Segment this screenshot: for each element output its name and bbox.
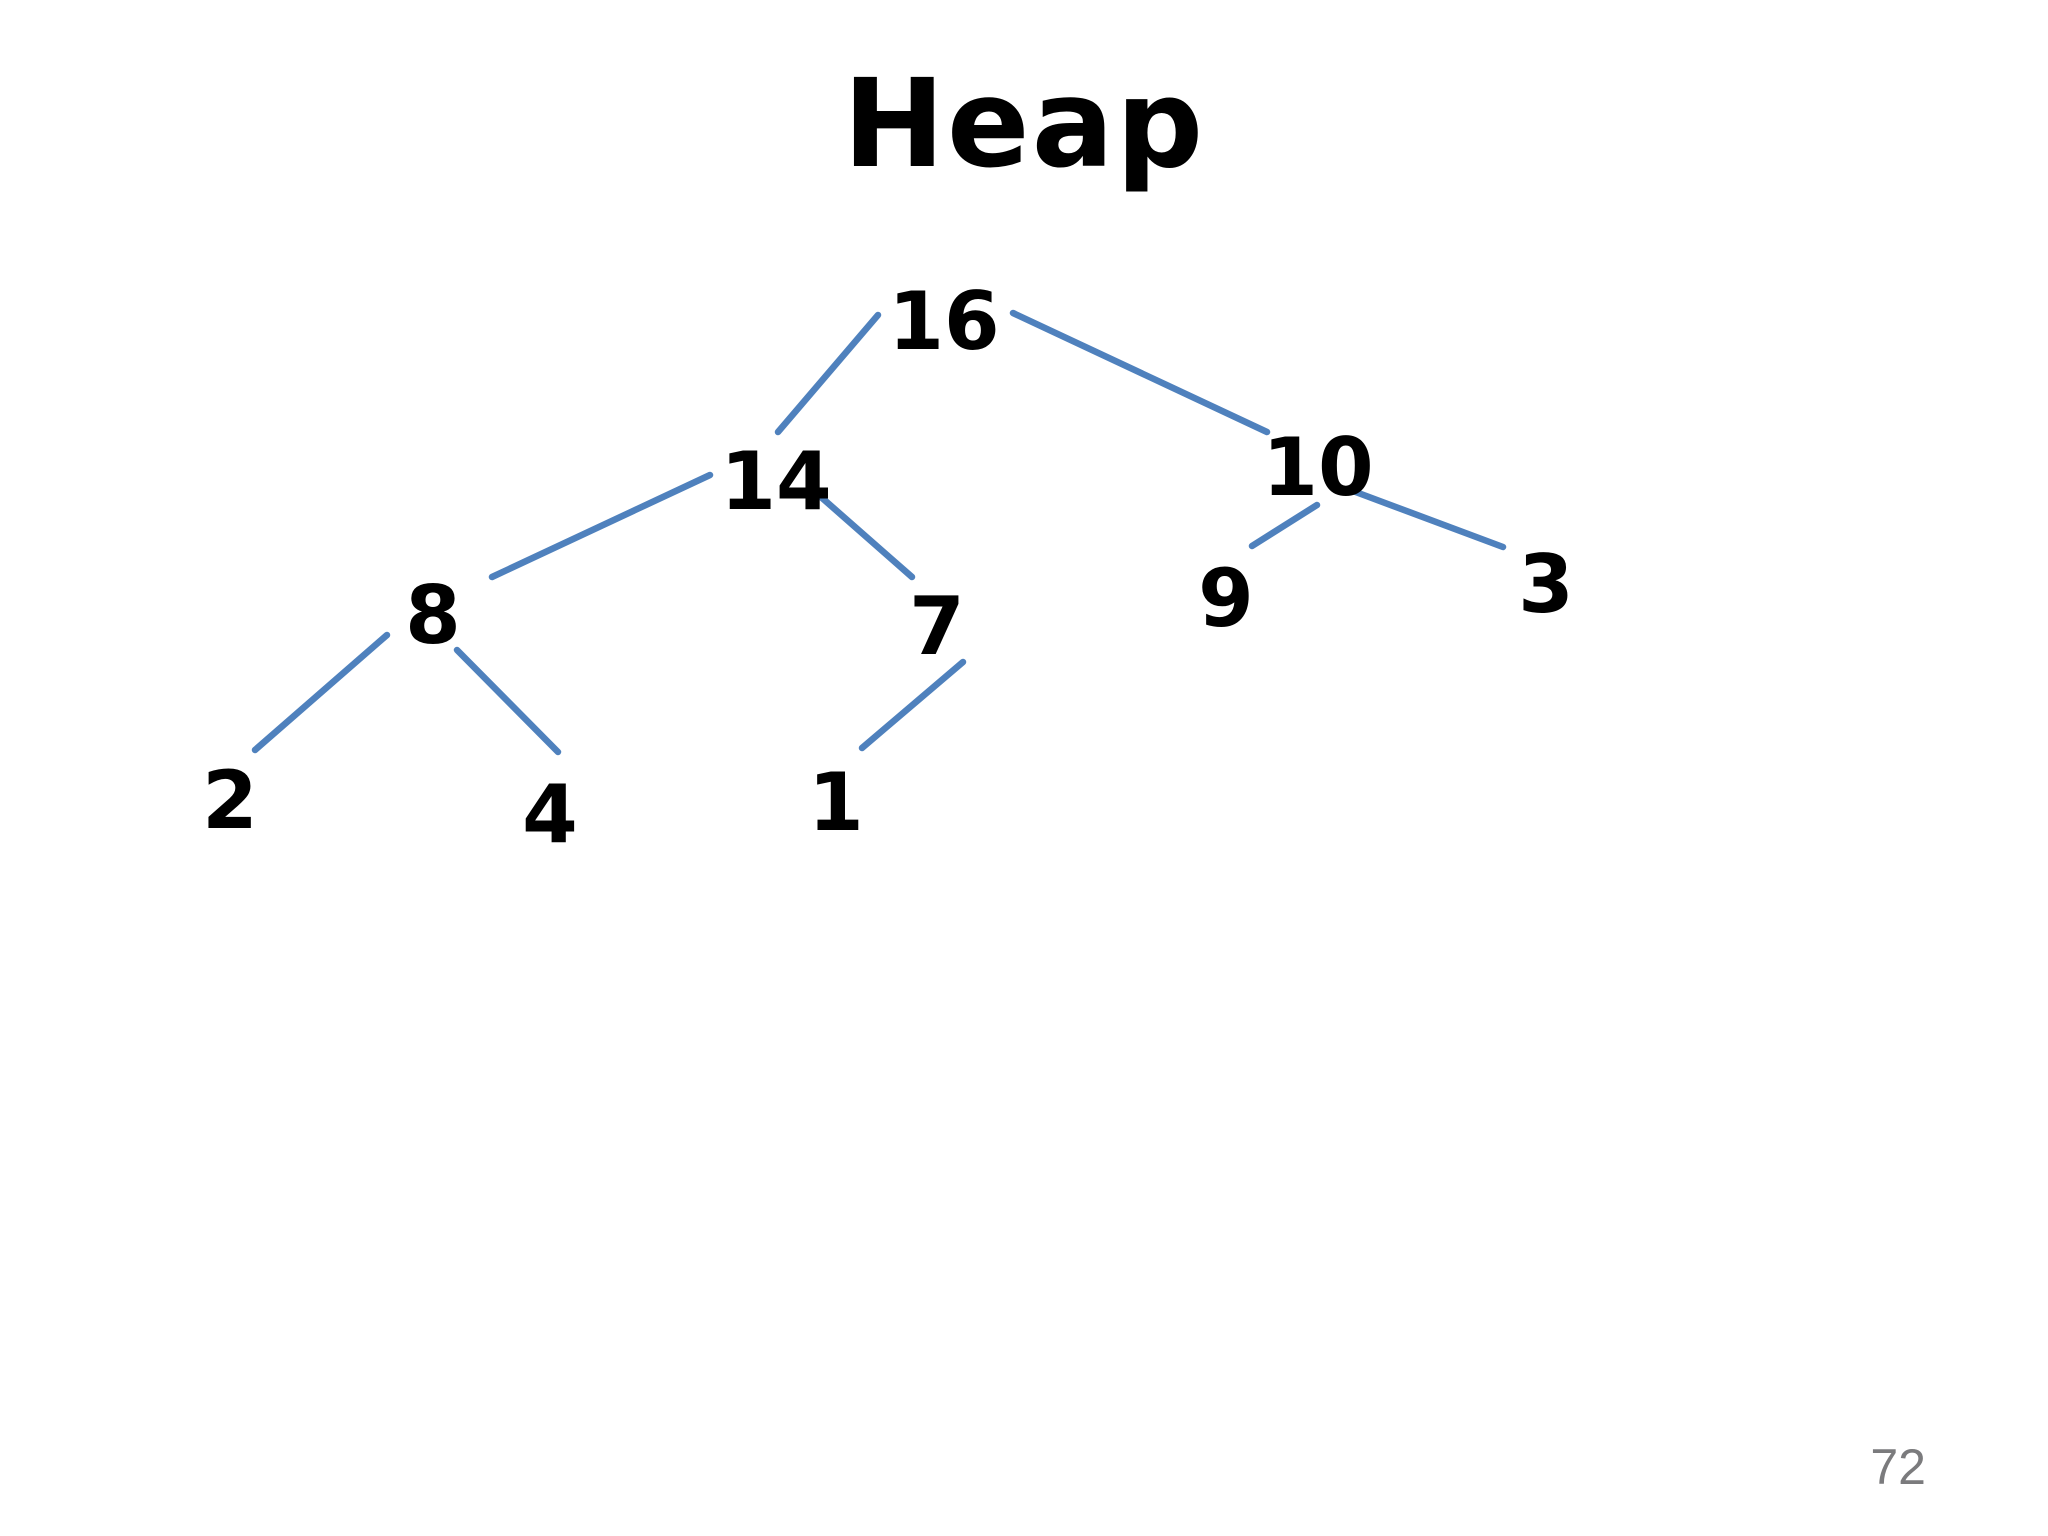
edge-16-14 — [774, 311, 882, 436]
edge-8-2 — [251, 631, 391, 754]
tree-node-4: 4 — [522, 768, 578, 861]
edge-7-1 — [858, 658, 967, 752]
edge-16-10 — [1009, 309, 1271, 436]
page-number: 72 — [1870, 1439, 1926, 1495]
tree-node-9: 9 — [1198, 552, 1254, 645]
edge-14-7 — [809, 486, 916, 581]
tree-node-2: 2 — [202, 754, 258, 847]
tree-node-10: 10 — [1262, 421, 1374, 514]
edge-10-3 — [1349, 487, 1507, 551]
tree-node-16: 16 — [888, 275, 1000, 368]
edge-8-4 — [453, 646, 562, 756]
tree-node-8: 8 — [405, 569, 461, 662]
tree-node-14: 14 — [720, 435, 832, 528]
tree-node-1: 1 — [808, 756, 864, 849]
edge-14-8 — [488, 471, 714, 581]
tree-node-3: 3 — [1518, 538, 1574, 631]
tree-node-7: 7 — [909, 580, 965, 673]
slide-title: Heap — [842, 53, 1206, 195]
edge-10-9 — [1248, 501, 1321, 550]
